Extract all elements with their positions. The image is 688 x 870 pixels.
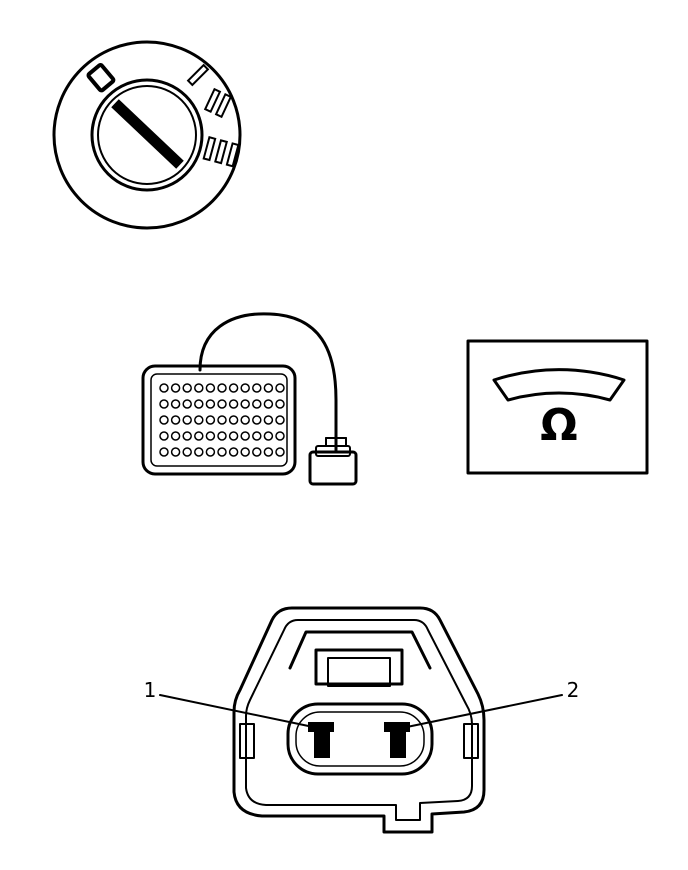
breakout-pin-hole [252,447,262,457]
breakout-pin-hole [182,399,192,409]
breakout-pin-hole [240,399,250,409]
breakout-pin-hole [182,383,192,393]
breakout-pin-hole [194,399,204,409]
pin-2-leader [401,694,563,729]
breakout-pin-hole [159,415,169,425]
breakout-pin-hole [170,383,181,393]
breakout-pin-hole [240,383,250,393]
breakout-pin-hole [263,399,274,409]
position-II-mark [203,87,233,119]
breakout-pin-hole [263,431,274,441]
ignition-switch [52,40,242,230]
breakout-pin-grid [159,383,285,457]
breakout-pin-hole [252,383,262,393]
breakout-pin-hole [275,383,285,393]
breakout-pin-hole [275,415,285,425]
breakout-pin-hole [182,415,192,425]
pin-2 [384,722,410,758]
breakout-pin-hole [159,447,169,457]
breakout-pin-hole [194,447,204,457]
breakout-pin-hole [205,415,216,425]
breakout-pin-hole [217,415,227,425]
breakout-pin-hole [170,399,181,409]
breakout-pin-hole [159,399,169,409]
breakout-pin-hole [228,447,239,457]
position-III-mark [202,136,240,168]
breakout-pin-hole [240,431,250,441]
breakout-pin-hole [217,383,227,393]
breakout-pin-hole [263,383,274,393]
breakout-pin-hole [228,415,239,425]
pin-1-label: 1 [144,678,157,702]
breakout-pin-hole [194,415,204,425]
breakout-pin-hole [194,383,204,393]
breakout-pin-hole [228,399,239,409]
breakout-box [141,312,358,486]
breakout-pin-hole [252,431,262,441]
breakout-pin-hole [228,431,239,441]
pin-1-leader [159,694,319,729]
position-0-mark [86,63,116,93]
breakout-pin-hole [217,399,227,409]
connector: 1 2 [144,606,580,834]
breakout-pin-hole [275,399,285,409]
breakout-pin-hole [205,383,216,393]
breakout-pin-hole [263,415,274,425]
breakout-pin-hole [194,431,204,441]
breakout-pin-hole [275,447,285,457]
breakout-pin-hole [275,431,285,441]
ohmmeter: Ω [466,339,649,475]
breakout-pin-hole [263,447,274,457]
key-slot-icon [111,99,184,169]
ohm-symbol-icon: Ω [540,400,577,451]
breakout-pin-hole [252,399,262,409]
breakout-pin-hole [252,415,262,425]
breakout-pin-hole [170,447,181,457]
pin-1 [308,722,334,758]
breakout-pin-hole [205,431,216,441]
breakout-pin-hole [170,415,181,425]
position-I-mark [186,63,210,87]
breakout-pin-hole [205,447,216,457]
pin-2-label: 2 [567,678,580,702]
breakout-pin-hole [205,399,216,409]
breakout-pin-hole [159,383,169,393]
breakout-pin-hole [228,383,239,393]
breakout-pin-hole [170,431,181,441]
breakout-pin-hole [240,415,250,425]
breakout-pin-hole [217,431,227,441]
breakout-pin-hole [159,431,169,441]
breakout-pin-hole [182,447,192,457]
ohmmeter-scale-arc [492,368,626,402]
breakout-pin-hole [217,447,227,457]
breakout-pin-hole [240,447,250,457]
breakout-pin-hole [182,431,192,441]
